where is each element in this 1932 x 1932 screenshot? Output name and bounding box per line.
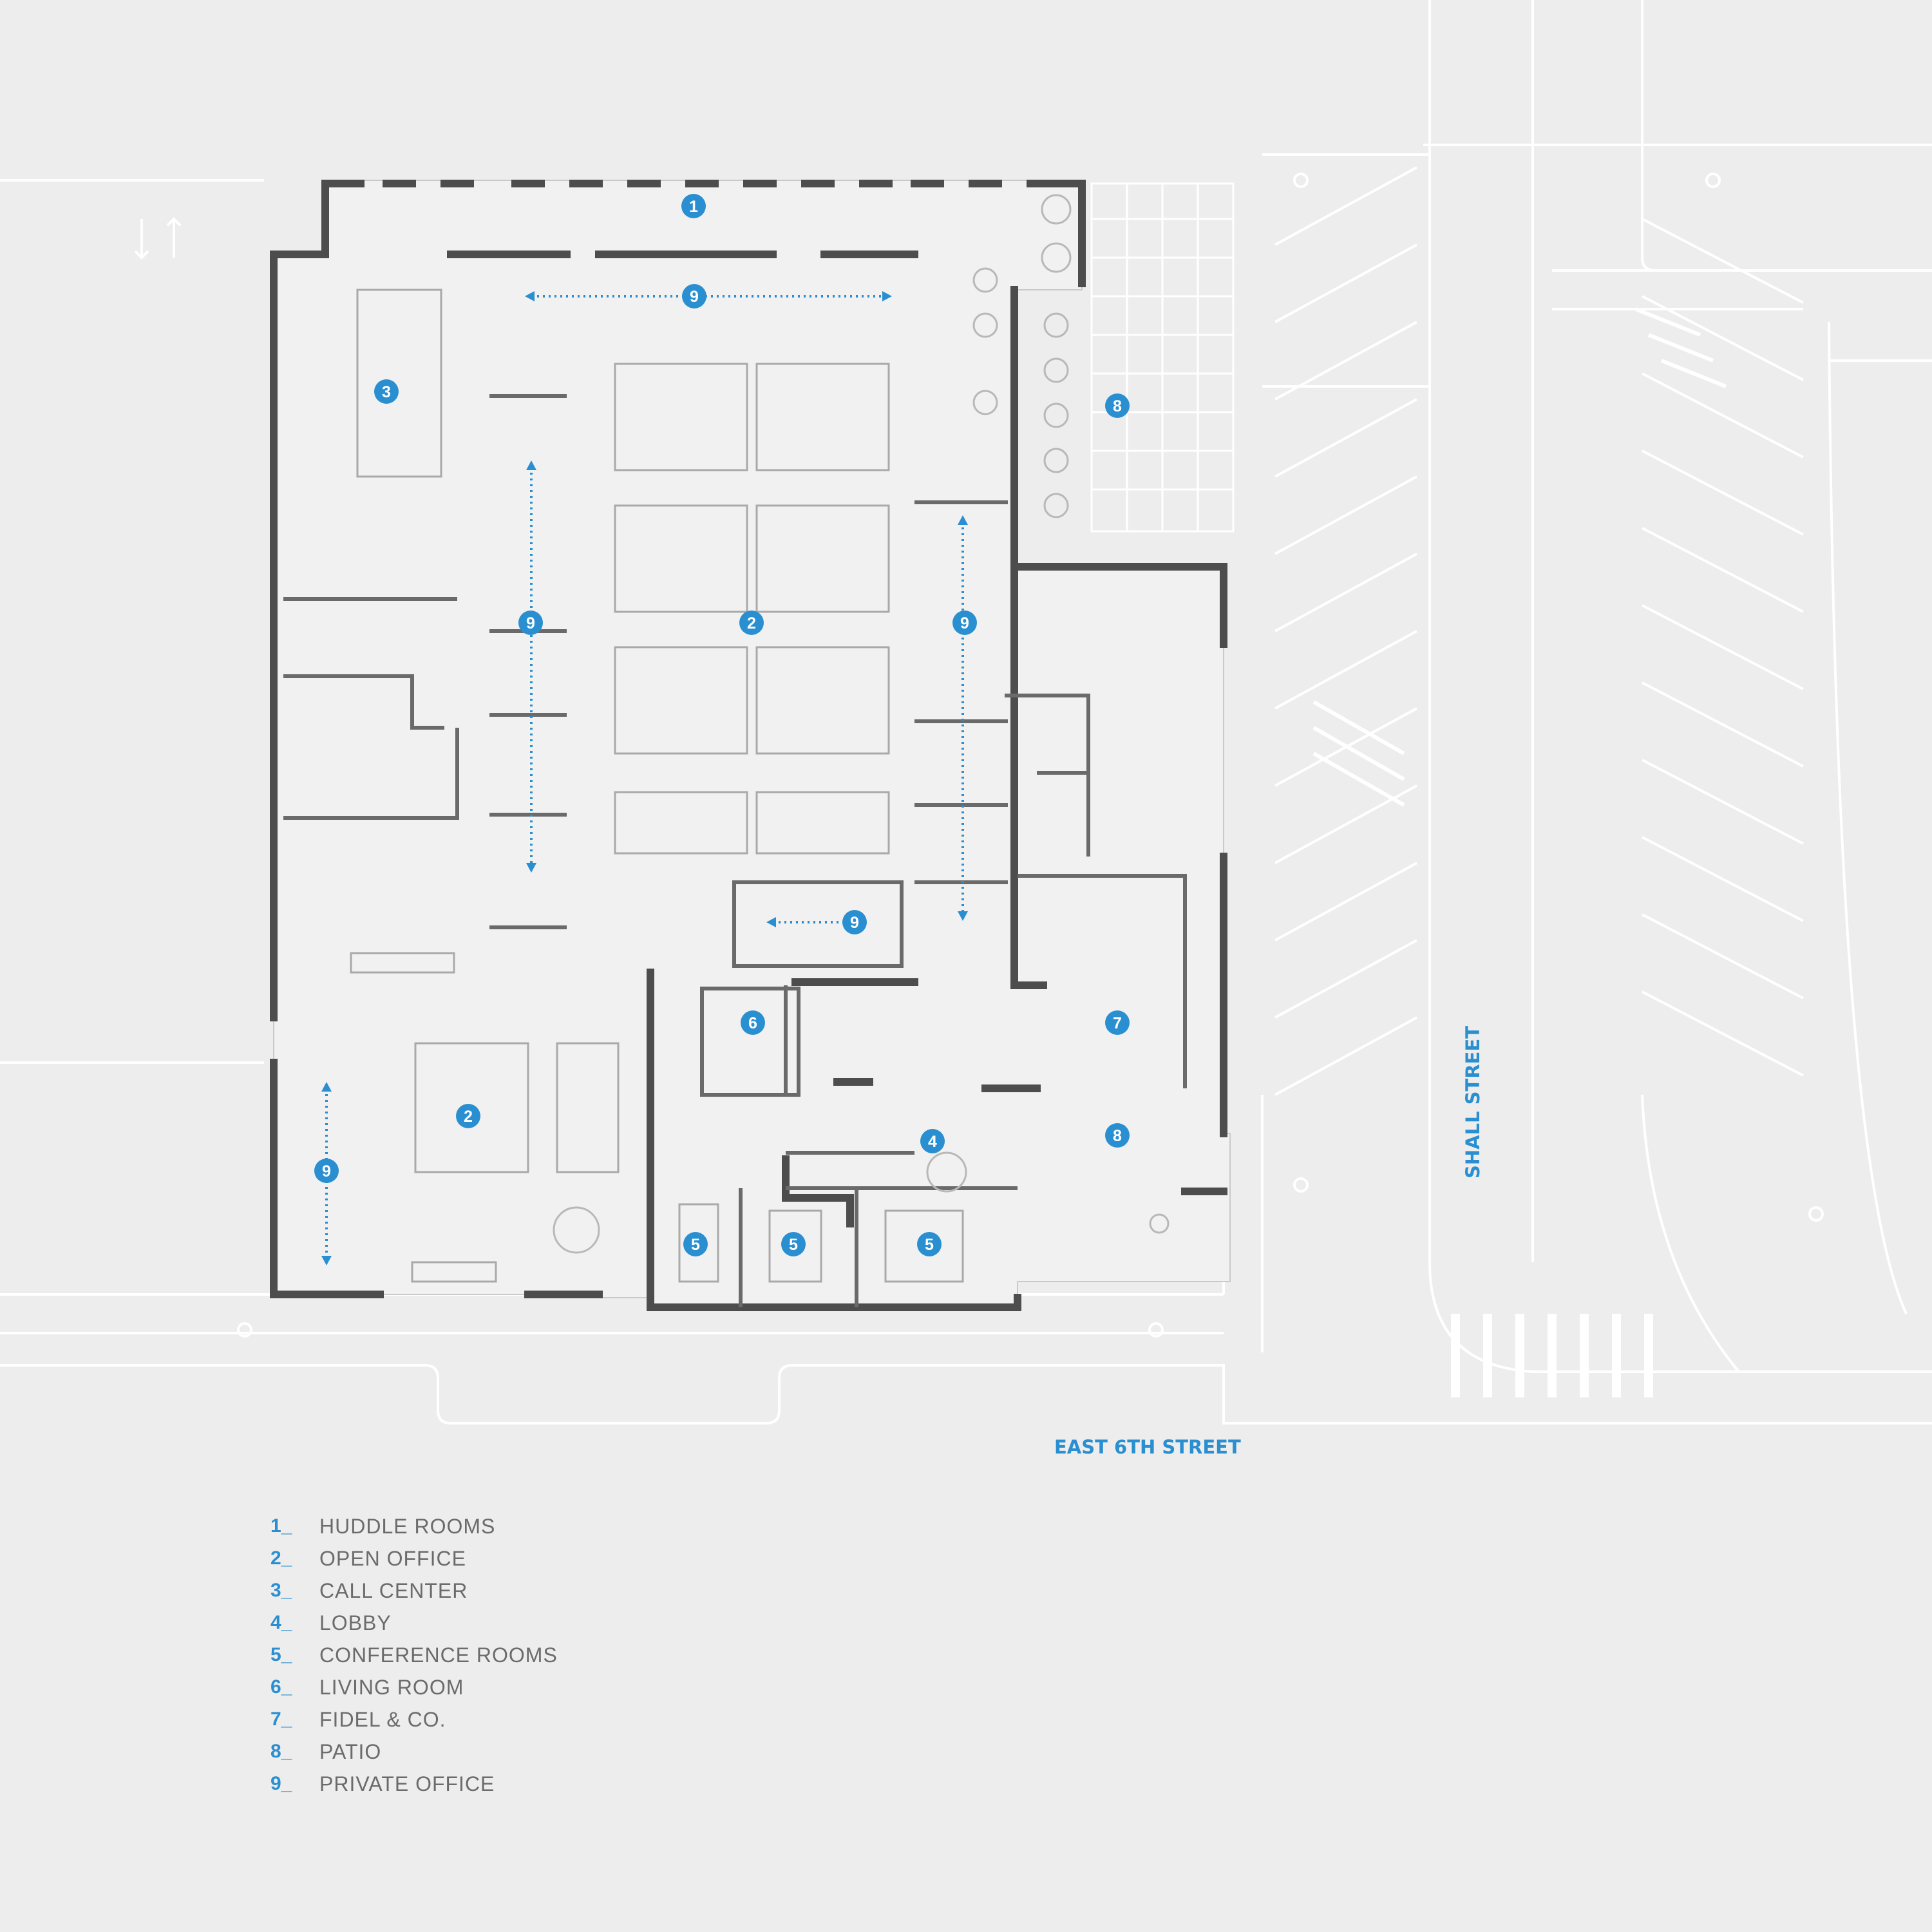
room-badge-number: 1 bbox=[689, 198, 698, 216]
room-badge-5: 5 bbox=[683, 1232, 708, 1256]
room-badge-circle bbox=[682, 284, 706, 308]
room-badge-circle bbox=[781, 1232, 806, 1256]
room-badge-3: 3 bbox=[374, 379, 399, 404]
room-badge-circle bbox=[1105, 1123, 1130, 1148]
room-badge-1: 1 bbox=[681, 194, 706, 218]
room-badge-circle bbox=[917, 1232, 942, 1256]
room-badge-number: 9 bbox=[960, 614, 969, 632]
room-badge-9: 9 bbox=[682, 284, 706, 308]
legend-label: CONFERENCE ROOMS bbox=[319, 1643, 558, 1667]
room-badge-number: 5 bbox=[925, 1236, 934, 1254]
legend-number: 6_ bbox=[270, 1676, 292, 1698]
legend: 1_ HUDDLE ROOMS 2_ OPEN OFFICE 3_ CALL CENT… bbox=[270, 1510, 558, 1800]
room-badge-2: 2 bbox=[456, 1104, 480, 1128]
room-badge-circle bbox=[842, 910, 867, 934]
room-badge-number: 3 bbox=[382, 383, 391, 401]
legend-item: 8_ PATIO bbox=[270, 1736, 558, 1768]
room-badge-circle bbox=[456, 1104, 480, 1128]
room-badge-number: 4 bbox=[928, 1133, 937, 1151]
room-badge-circle bbox=[518, 611, 543, 635]
room-badge-number: 2 bbox=[464, 1108, 473, 1126]
circulation-arrows bbox=[325, 295, 964, 1259]
room-badge-circle bbox=[739, 611, 764, 635]
patio-pergola bbox=[1090, 182, 1235, 533]
room-badge-9: 9 bbox=[842, 910, 867, 934]
legend-number: 9_ bbox=[270, 1773, 292, 1794]
legend-number: 8_ bbox=[270, 1741, 292, 1762]
walls bbox=[270, 180, 1227, 1311]
room-badge-number: 5 bbox=[789, 1236, 798, 1254]
room-badge-number: 7 bbox=[1113, 1014, 1122, 1032]
legend-label: LOBBY bbox=[319, 1611, 392, 1634]
street-label-east: EAST 6TH STREET bbox=[1054, 1436, 1241, 1458]
round-tables bbox=[553, 194, 1170, 1254]
legend-number: 2_ bbox=[270, 1548, 292, 1569]
room-badge-circle bbox=[920, 1129, 945, 1153]
room-badge-number: 9 bbox=[322, 1162, 331, 1180]
legend-number: 4_ bbox=[270, 1612, 292, 1633]
workstations bbox=[350, 289, 964, 1283]
legend-label: PATIO bbox=[319, 1739, 382, 1763]
legend-item: 1_ HUDDLE ROOMS bbox=[270, 1510, 558, 1542]
room-badge-8: 8 bbox=[1105, 393, 1130, 418]
room-badge-8: 8 bbox=[1105, 1123, 1130, 1148]
legend-number: 1_ bbox=[270, 1515, 292, 1537]
room-badge-number: 9 bbox=[850, 914, 859, 932]
legend-label: OPEN OFFICE bbox=[319, 1546, 466, 1570]
room-badge-4: 4 bbox=[920, 1129, 945, 1153]
legend-number: 7_ bbox=[270, 1709, 292, 1730]
legend-number: 5_ bbox=[270, 1644, 292, 1665]
room-badge-circle bbox=[374, 379, 399, 404]
room-badge-number: 9 bbox=[526, 614, 535, 632]
room-badge-number: 6 bbox=[748, 1014, 757, 1032]
legend-item: 5_ CONFERENCE ROOMS bbox=[270, 1639, 558, 1671]
room-badge-circle bbox=[952, 611, 977, 635]
legend-item: 3_ CALL CENTER bbox=[270, 1575, 558, 1607]
legend-label: LIVING ROOM bbox=[319, 1675, 464, 1699]
room-badge-2: 2 bbox=[739, 611, 764, 635]
street-label-shall: SHALL STREET bbox=[1462, 1025, 1484, 1179]
legend-item: 7_ FIDEL & CO. bbox=[270, 1703, 558, 1736]
room-badge-circle bbox=[683, 1232, 708, 1256]
room-badge-circle bbox=[1105, 1010, 1130, 1035]
interior-partitions bbox=[283, 394, 1187, 1307]
room-badge-9: 9 bbox=[952, 611, 977, 635]
legend-item: 4_ LOBBY bbox=[270, 1607, 558, 1639]
room-badge-6: 6 bbox=[741, 1010, 765, 1035]
room-badge-7: 7 bbox=[1105, 1010, 1130, 1035]
room-badge-number: 2 bbox=[747, 614, 756, 632]
arrowheads bbox=[321, 291, 968, 1265]
room-badge-number: 9 bbox=[690, 288, 699, 306]
room-badge-number: 8 bbox=[1113, 1127, 1122, 1145]
room-badge-circle bbox=[741, 1010, 765, 1035]
room-badge-5: 5 bbox=[917, 1232, 942, 1256]
room-badge-circle bbox=[1105, 393, 1130, 418]
legend-label: FIDEL & CO. bbox=[319, 1707, 446, 1731]
legend-item: 2_ OPEN OFFICE bbox=[270, 1542, 558, 1575]
legend-item: 9_ PRIVATE OFFICE bbox=[270, 1768, 558, 1800]
room-badges: 1 2 3 2 4 5 5 5 6 7 8 8 9 9 9 9 9 bbox=[314, 194, 1130, 1256]
room-badge-circle bbox=[681, 194, 706, 218]
room-badge-9: 9 bbox=[518, 611, 543, 635]
legend-label: HUDDLE ROOMS bbox=[319, 1514, 496, 1538]
room-badge-number: 5 bbox=[691, 1236, 700, 1254]
legend-label: CALL CENTER bbox=[319, 1578, 468, 1602]
legend-number: 3_ bbox=[270, 1580, 292, 1601]
legend-label: PRIVATE OFFICE bbox=[319, 1772, 495, 1795]
room-badge-5: 5 bbox=[781, 1232, 806, 1256]
legend-item: 6_ LIVING ROOM bbox=[270, 1671, 558, 1703]
room-badge-9: 9 bbox=[314, 1159, 339, 1183]
room-badge-number: 8 bbox=[1113, 397, 1122, 415]
room-badge-circle bbox=[314, 1159, 339, 1183]
